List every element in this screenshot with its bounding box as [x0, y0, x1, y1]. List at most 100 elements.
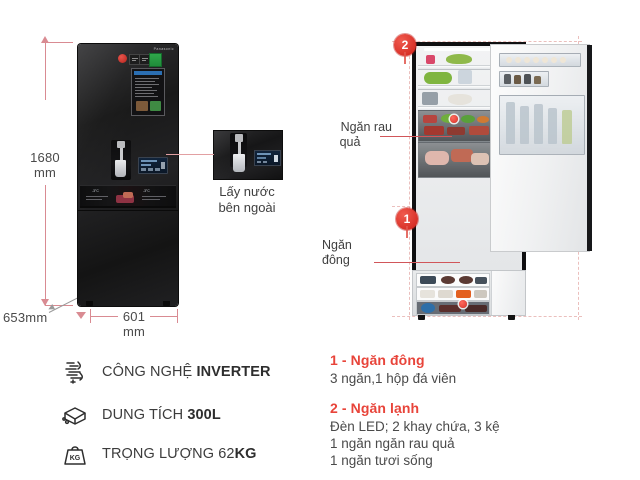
spec-line-cooler-1: Đèn LED; 2 khay chứa, 3 kệ	[330, 419, 500, 434]
width-unit: mm	[122, 324, 146, 339]
feature-inverter-prefix: CÔNG NGHỆ	[102, 364, 197, 380]
fridge-foot-right	[163, 301, 170, 306]
spec-block-cooler: 2 - Ngăn lạnh Đèn LED; 2 khay chứa, 3 kệ…	[330, 400, 630, 469]
dispenser-leader-line	[166, 154, 214, 155]
feature-label-weight: TRỌNG LƯỢNG 62KG	[102, 446, 257, 462]
feature-row-inverter: CÔNG NGHỆ INVERTER	[58, 355, 271, 389]
width-value: 601	[122, 309, 146, 324]
capacity-box-icon	[58, 398, 92, 432]
food-item	[426, 55, 435, 64]
width-dimension-label: 601 mm	[104, 309, 164, 339]
dispenser-caption-line1: Lấy nước	[219, 184, 275, 199]
fridge-shelf	[418, 65, 492, 69]
dispenser-caption: Lấy nước bên ngoài	[205, 184, 289, 216]
feature-label-inverter: CÔNG NGHỆ INVERTER	[102, 364, 271, 380]
fridge-shelf	[418, 106, 492, 110]
open-fridge-foot-right	[508, 315, 515, 320]
food-item	[424, 72, 452, 84]
width-line-left	[90, 316, 118, 317]
spec-line-cooler-3: 1 ngăn tươi sống	[330, 453, 433, 468]
spec-line-cooler-2: 1 ngăn ngăn rau quả	[330, 436, 455, 451]
promo-seal-sticker	[118, 54, 127, 63]
guide-line-left	[409, 36, 410, 320]
pin-dot-vegetable	[450, 115, 458, 123]
food-item	[422, 92, 438, 105]
feature-label-capacity: DUNG TÍCH 300L	[102, 407, 221, 423]
open-fridge-foot-left	[418, 315, 425, 320]
food-item	[448, 94, 472, 105]
label-freezer-line2: đông	[322, 253, 350, 267]
label-vegetable-compartment: Ngăn rau quả	[322, 120, 392, 150]
feature-row-capacity: DUNG TÍCH 300L	[58, 398, 221, 432]
food-item	[458, 70, 472, 84]
feature-inverter-bold: INVERTER	[196, 364, 271, 380]
label-freezer-compartment: Ngăn đông	[322, 238, 392, 268]
badge-cooler: 2	[394, 34, 416, 64]
height-dimension-label: 1680 mm	[5, 150, 85, 180]
spec-line-freezer-1: 3 ngăn,1 hộp đá viên	[330, 371, 457, 386]
brand-logo: Panasonic	[153, 47, 174, 51]
spec-heading-freezer: 1 - Ngăn đông	[330, 352, 425, 368]
inset-nozzle	[235, 134, 243, 142]
inset-control-panel	[254, 150, 281, 166]
badge-freezer: 1	[396, 208, 418, 238]
width-line-right	[150, 316, 178, 317]
height-unit: mm	[33, 165, 57, 180]
height-tick-top	[45, 42, 73, 43]
leader-line-freezer	[374, 262, 460, 263]
product-photo-front: Panasonic	[78, 44, 178, 306]
pin-dot-freezer	[459, 300, 467, 308]
inset-glass	[233, 154, 245, 172]
spec-block-freezer: 1 - Ngăn đông 3 ngăn,1 hộp đá viên	[330, 352, 630, 387]
decal-shadow	[80, 206, 176, 208]
svg-text:KG: KG	[70, 455, 81, 462]
product-photo-open	[412, 42, 592, 320]
door-bin-bottles	[499, 95, 585, 155]
feature-row-weight: KG TRỌNG LƯỢNG 62KG	[58, 437, 257, 471]
energy-label-sticker	[149, 53, 162, 67]
weight-kg-icon: KG	[58, 437, 92, 471]
door-bin-condiments	[499, 71, 549, 87]
width-tick-left	[90, 309, 91, 323]
dispenser-caption-line2: bên ngoài	[218, 200, 276, 215]
label-freezer-line1: Ngăn	[322, 238, 352, 252]
freezer-tray-top	[416, 273, 490, 287]
dispenser-nozzle	[117, 141, 125, 148]
fridge-door-open	[490, 44, 592, 252]
inverter-airflow-icon	[58, 355, 92, 389]
depth-dimension-label: 653mm	[3, 310, 48, 325]
height-guide-line-lower	[45, 185, 46, 305]
feature-capacity-prefix: DUNG TÍCH	[102, 407, 188, 423]
label-vegetable-line2: quả	[339, 135, 361, 149]
food-item	[446, 54, 472, 64]
width-tick-right	[177, 309, 178, 323]
dispenser-closeup-photo	[213, 130, 283, 180]
guide-line-top	[392, 41, 582, 42]
leader-line-vegetable	[380, 136, 452, 137]
spec-heading-cooler: 2 - Ngăn lạnh	[330, 400, 420, 416]
dispenser-stem	[119, 148, 123, 160]
dispenser-control-panel	[138, 157, 168, 174]
fresh-food-drawer	[418, 142, 494, 178]
inset-stem	[237, 142, 241, 154]
guide-line-bottom	[392, 316, 582, 317]
freezer-tray-middle	[416, 287, 490, 301]
door-edge	[587, 45, 592, 251]
freezer-tray-bottom	[416, 301, 490, 315]
fridge-foot-left	[86, 301, 93, 306]
led-lamp	[424, 48, 512, 51]
feature-capacity-bold: 300L	[187, 407, 221, 423]
feature-weight-bold: KG	[234, 446, 257, 462]
height-guide-line-upper	[45, 42, 46, 100]
height-value: 1680	[30, 150, 60, 165]
freezer-compartment	[412, 270, 526, 316]
height-arrow-bottom	[41, 299, 49, 306]
feature-weight-prefix: TRỌNG LƯỢNG 62	[102, 446, 235, 462]
water-glass	[115, 160, 126, 177]
label-vegetable-line1: Ngăn rau	[340, 120, 392, 134]
door-bin-egg-tray	[499, 53, 581, 67]
height-arrow-top	[41, 36, 49, 43]
door-split-line	[78, 210, 178, 211]
fridge-shelf	[418, 85, 492, 89]
